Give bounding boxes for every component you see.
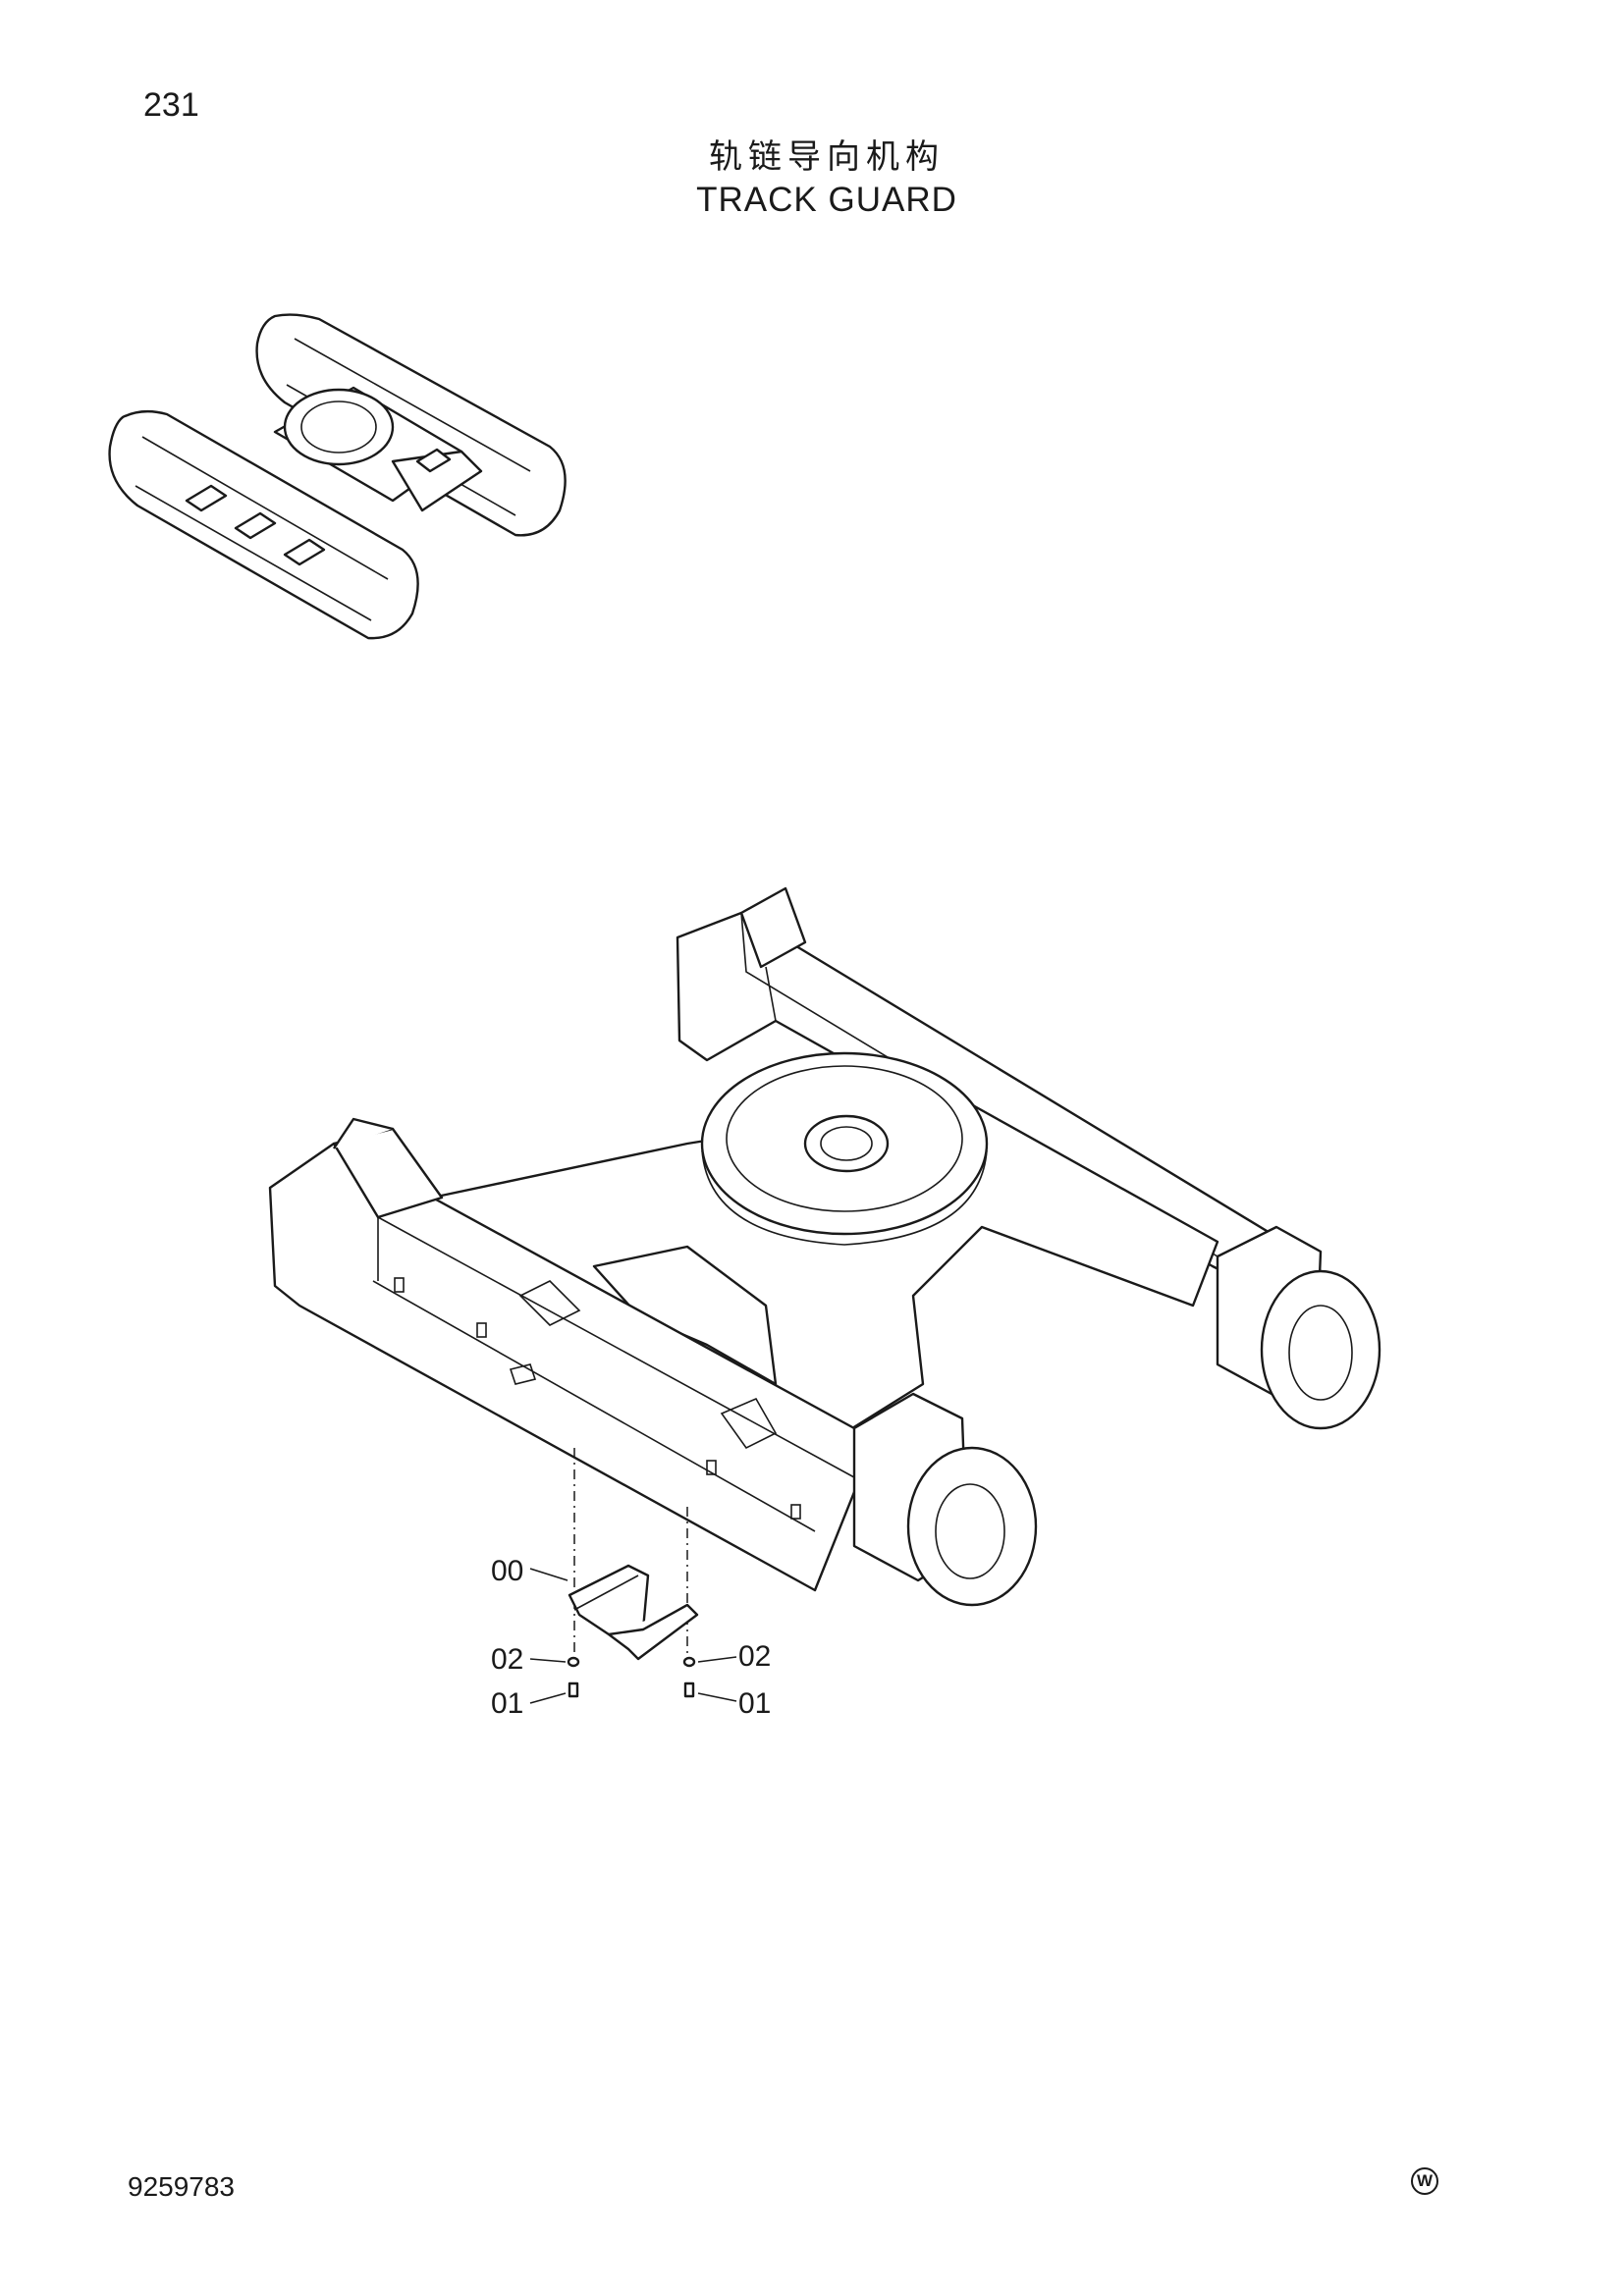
circled-w-mark: W <box>1411 2167 1438 2195</box>
callout-leaders <box>529 1568 737 1704</box>
main-frame-drawing <box>268 886 1381 1607</box>
overview-undercarriage-drawing <box>108 313 567 640</box>
callout-01-right: 01 <box>738 1687 771 1720</box>
callout-02-left: 02 <box>491 1643 523 1676</box>
page-title-chinese: 轨链导向机构 <box>709 137 945 177</box>
callout-00: 00 <box>491 1555 523 1587</box>
page-title-english: TRACK GUARD <box>696 181 957 219</box>
document-number: 9259783 <box>128 2171 236 2202</box>
page-number: 231 <box>143 86 199 124</box>
callout-01-left: 01 <box>491 1687 523 1720</box>
track-guard-part-drawing <box>567 1448 699 1698</box>
callout-02-right: 02 <box>738 1640 771 1673</box>
